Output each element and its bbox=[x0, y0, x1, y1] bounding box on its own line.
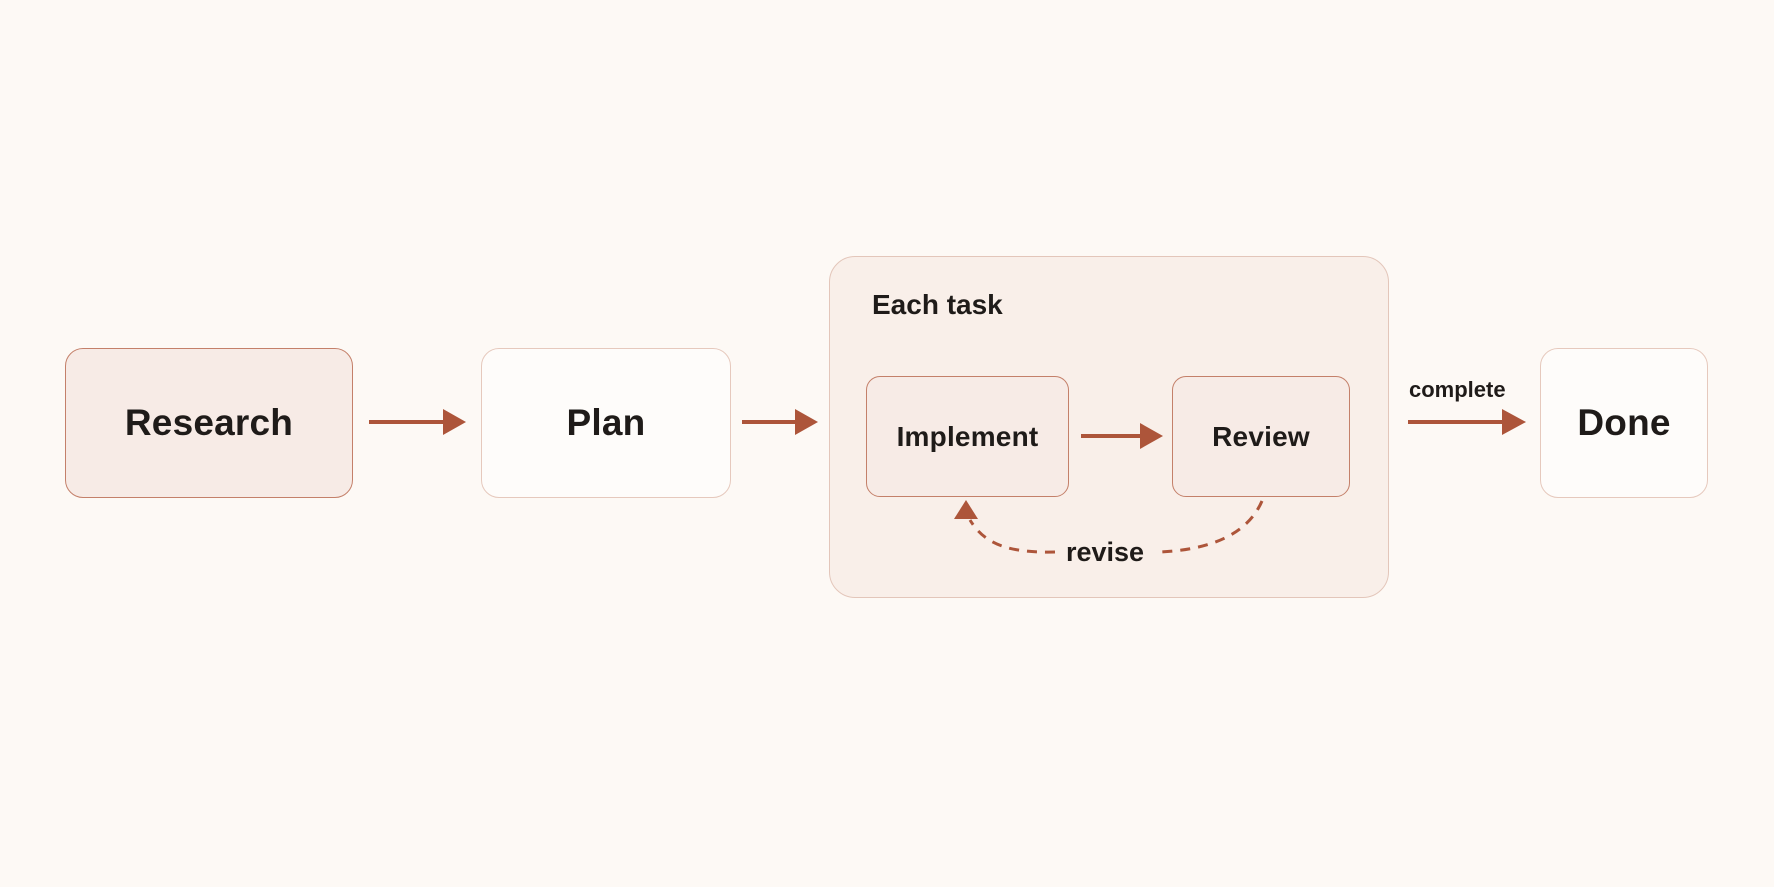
node-plan: Plan bbox=[481, 348, 731, 498]
edge-group-done bbox=[1408, 409, 1526, 435]
node-implement: Implement bbox=[866, 376, 1069, 497]
node-research: Research bbox=[65, 348, 353, 498]
node-plan-label: Plan bbox=[566, 402, 646, 443]
arrowhead-icon bbox=[1502, 409, 1526, 435]
node-review-label: Review bbox=[1212, 420, 1310, 452]
node-review: Review bbox=[1172, 376, 1350, 497]
node-done-label: Done bbox=[1577, 402, 1671, 443]
edge-research-plan bbox=[369, 409, 466, 435]
arrowhead-icon bbox=[443, 409, 466, 435]
arrowhead-icon bbox=[795, 409, 818, 435]
edge-plan-group bbox=[742, 409, 818, 435]
edge-label-revise: revise bbox=[1066, 537, 1145, 567]
node-research-label: Research bbox=[124, 402, 294, 443]
edge-label-complete: complete bbox=[1409, 377, 1506, 402]
node-done: Done bbox=[1540, 348, 1708, 498]
group-title: Each task bbox=[872, 289, 1003, 320]
node-implement-label: Implement bbox=[896, 420, 1039, 452]
